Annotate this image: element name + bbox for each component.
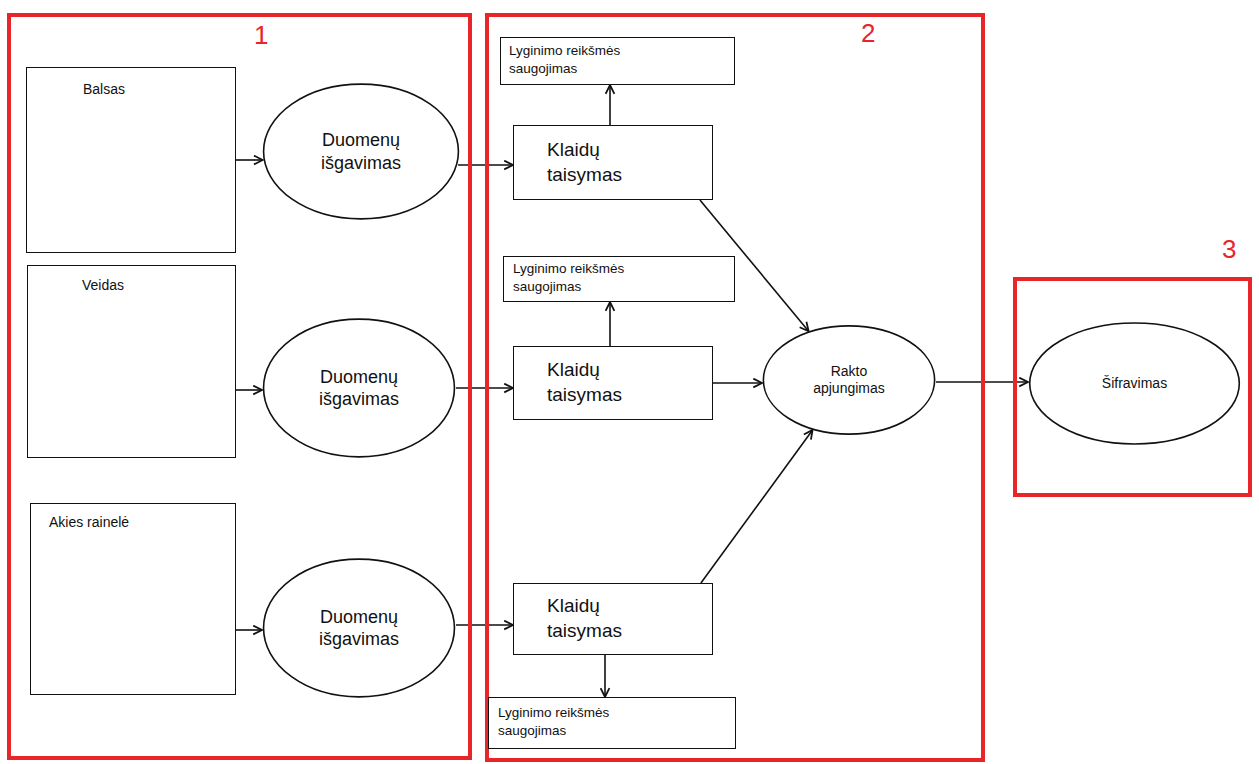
ellipse-outline <box>264 559 455 697</box>
process-ellipse: Rakto apjungimas <box>762 325 936 435</box>
callout-number: 3 <box>1222 235 1236 264</box>
ellipse-outline <box>262 83 460 220</box>
node-label: Klaidų taisymas <box>547 594 657 643</box>
process-box: Klaidų taisymas <box>513 346 713 420</box>
arrow-connector <box>236 629 262 631</box>
process-box: Balsas <box>26 67 236 253</box>
process-ellipse: Šifravimas <box>1028 322 1241 445</box>
region-frame: 3Šifravimas <box>1013 277 1252 497</box>
ellipse-outline <box>763 326 934 434</box>
arrow-connector <box>701 430 813 583</box>
node-label: Duomenų išgavimas <box>299 606 419 651</box>
process-box: Lyginimo reikšmės saugojimas <box>503 256 735 302</box>
node-label: Lyginimo reikšmės saugojimas <box>513 260 663 295</box>
arrow-connector <box>609 85 611 125</box>
callout-number: 2 <box>861 19 875 48</box>
process-box: Klaidų taisymas <box>513 583 713 655</box>
ellipse-outline <box>1030 323 1240 444</box>
node-label: Veidas <box>82 276 231 294</box>
ellipse-outline <box>262 318 456 458</box>
arrow-connector <box>604 655 606 697</box>
node-label: Duomenų išgavimas <box>301 129 421 174</box>
ellipse-outline <box>264 319 455 457</box>
process-ellipse: Duomenų išgavimas <box>262 318 456 458</box>
arrow-connector <box>236 159 263 161</box>
node-label: Klaidų taisymas <box>547 358 657 407</box>
region-frame: 1BalsasDuomenų išgavimasVeidasDuomenų iš… <box>7 13 472 760</box>
arrow-connector <box>609 302 611 346</box>
node-label: Lyginimo reikšmės saugojimas <box>498 704 648 739</box>
arrow-connector <box>713 382 762 384</box>
node-label: Lyginimo reikšmės saugojimas <box>509 42 659 77</box>
process-box: Lyginimo reikšmės saugojimas <box>500 37 735 85</box>
region-frame: 2Lyginimo reikšmės saugojimasKlaidų tais… <box>485 13 985 762</box>
arrow-connector <box>236 389 262 391</box>
node-label: Šifravimas <box>1102 375 1167 393</box>
process-box: Veidas <box>27 265 236 458</box>
ellipse-outline <box>262 558 456 698</box>
callout-number: 1 <box>254 21 268 50</box>
node-label: Rakto apjungimas <box>799 363 899 398</box>
process-box: Klaidų taisymas <box>513 125 713 200</box>
node-label: Balsas <box>83 80 231 98</box>
process-box: Akies rainelė <box>30 503 236 695</box>
process-ellipse: Duomenų išgavimas <box>262 558 456 698</box>
node-label: Akies rainelė <box>49 513 231 531</box>
process-ellipse: Duomenų išgavimas <box>262 83 460 220</box>
ellipse-outline <box>264 84 459 219</box>
node-label: Klaidų taisymas <box>547 138 657 187</box>
process-box: Lyginimo reikšmės saugojimas <box>488 697 736 749</box>
node-label: Duomenų išgavimas <box>299 366 419 411</box>
